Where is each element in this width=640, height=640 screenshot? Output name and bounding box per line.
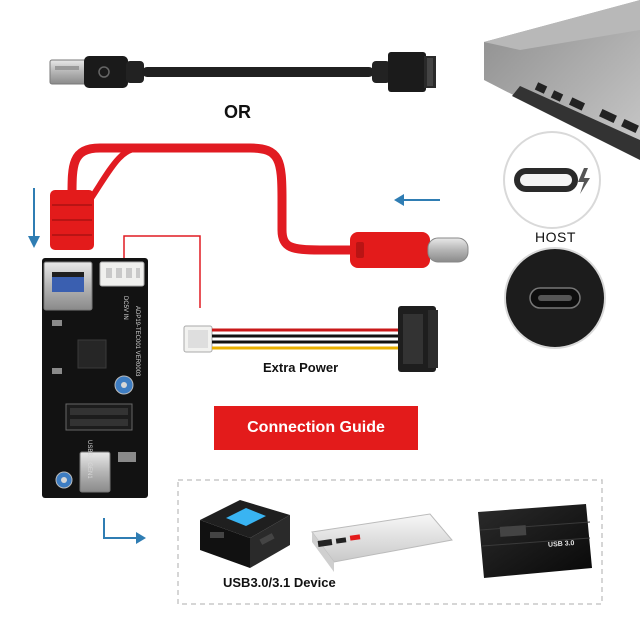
usb-c-plug-metal (427, 237, 469, 263)
device-frame (177, 479, 603, 605)
connection-guide-banner: Connection Guide (214, 406, 418, 450)
usb-c-port-zoom (504, 247, 606, 349)
adapter-board: DC5V IN ADP19-TEC001 VER0003 USB3.2 GEN1 (42, 258, 148, 498)
pcb-body (42, 258, 148, 498)
laptop (484, 0, 640, 160)
usb-a-to-usb-c-cable (50, 143, 469, 268)
arrow-bottom-right-icon (103, 518, 146, 544)
sata-power-cable (183, 306, 438, 372)
usb-a-to-20pin-cable (49, 52, 436, 92)
device-label: USB3.0/3.1 Device (223, 575, 336, 590)
controller-chip (77, 339, 107, 369)
extra-power-label: Extra Power (263, 360, 339, 375)
enclosure-label: USB 3.0 (548, 540, 575, 549)
red-cable-wire (67, 143, 360, 255)
usb-a-plug-metal (49, 59, 87, 85)
20pin-connector-body (388, 52, 426, 92)
silk-dc-label: DC5V IN (122, 296, 128, 320)
usb-hub-device (200, 500, 290, 568)
usb-a-female-port-2 (79, 451, 111, 493)
or-label: OR (224, 102, 251, 122)
black-cable-wire (142, 67, 374, 77)
thunderbolt-port-zoom (503, 131, 601, 229)
arrow-down-icon (28, 188, 40, 248)
host-label: HOST (535, 229, 576, 245)
pointer-line-header (123, 235, 201, 308)
silk-header-label: USB3.2 GEN1 (86, 440, 92, 479)
hdd-enclosure-device: USB 3.0 (478, 504, 592, 578)
usb-c-plug-body (350, 232, 430, 268)
red-cable-loop (87, 145, 143, 203)
usb-a-plug-body (84, 56, 128, 88)
usb-logo-icon (98, 66, 110, 78)
20pin-socket (65, 403, 133, 431)
silk-model-label: ADP19-TEC001 VER0003 (134, 306, 140, 377)
arrow-left-icon (394, 194, 440, 206)
power-bank-device (311, 513, 453, 572)
